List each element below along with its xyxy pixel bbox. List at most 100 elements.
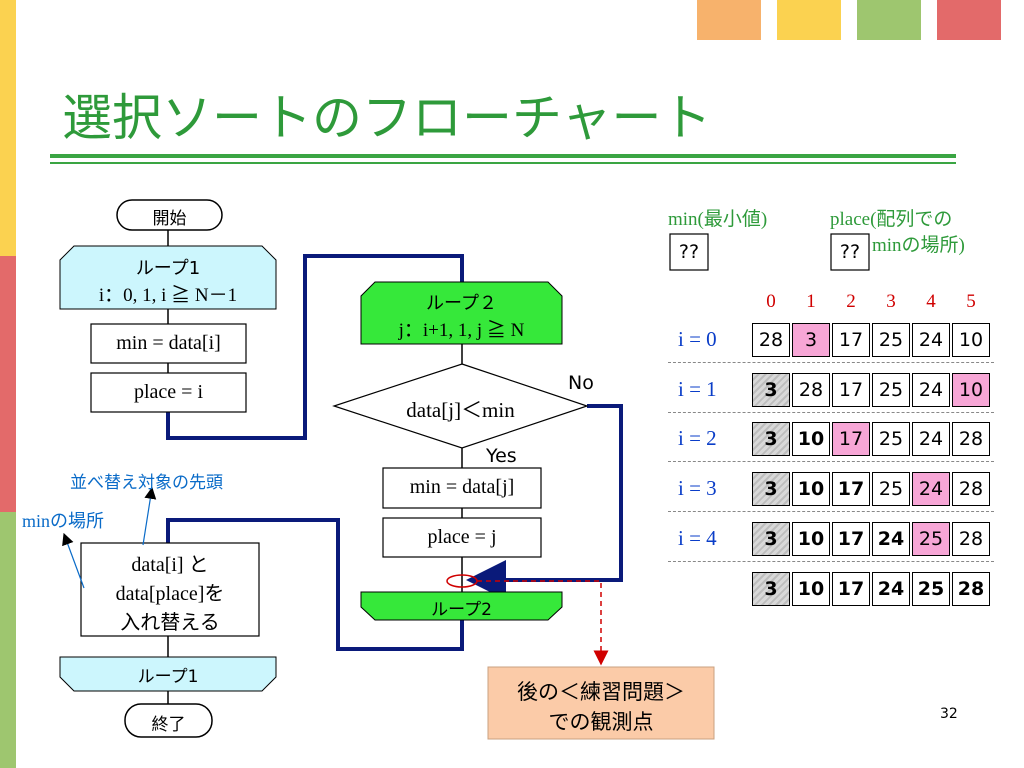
min-var-label: min(最小値) xyxy=(668,209,768,230)
annot-min-label: minの場所 xyxy=(22,511,105,531)
row-separator-0 xyxy=(668,362,994,363)
min-assign-label: min = data[i] xyxy=(116,332,221,354)
array-cell-r2-c2: 17 xyxy=(832,422,870,456)
title-rule-thin xyxy=(50,162,956,164)
min-var-value: ?? xyxy=(678,241,700,263)
array-cell-r2-c1: 10 xyxy=(792,422,830,456)
page-title: 選択ソートのフローチャート xyxy=(62,89,712,147)
loop1-top-cond: i：0, 1, i ≧ N－1 xyxy=(98,285,238,306)
observation-note-box xyxy=(487,666,715,740)
decision-diamond xyxy=(332,363,589,449)
deco-square-yellow xyxy=(777,0,841,40)
loop2-bottom-label: ループ2 xyxy=(431,600,492,620)
deco-square-orange xyxy=(697,0,761,40)
row-label-3: i = 3 xyxy=(678,476,717,500)
place-assign-label: place = i xyxy=(133,381,204,403)
place-var-label-1: place(配列での xyxy=(830,209,953,230)
array-cell-r1-c3: 25 xyxy=(872,373,910,407)
array-cell-r4-c3: 24 xyxy=(872,522,910,556)
left-stripe-red xyxy=(0,256,16,512)
loop1-top-title: ループ1 xyxy=(135,258,201,279)
array-cell-r2-c5: 28 xyxy=(952,422,990,456)
array-index-0: 0 xyxy=(766,291,776,312)
array-cell-r1-c0: 3 xyxy=(752,373,790,407)
left-stripe-green xyxy=(0,512,16,768)
loop2-bottom-shape xyxy=(360,591,563,621)
row-label-0: i = 0 xyxy=(678,327,717,351)
array-index-1: 1 xyxy=(806,291,816,312)
array-cell-r4-c4: 25 xyxy=(912,522,950,556)
array-cell-r2-c4: 24 xyxy=(912,422,950,456)
array-cell-r0-c2: 17 xyxy=(832,323,870,357)
observation-line-2: での観測点 xyxy=(548,710,654,734)
title-rule-thick xyxy=(50,154,956,158)
array-cell-r2-c0: 3 xyxy=(752,422,790,456)
loop1-bottom-label: ループ1 xyxy=(137,667,199,687)
array-index-2: 2 xyxy=(846,291,856,312)
array-cell-r1-c1: 28 xyxy=(792,373,830,407)
place-var-value: ?? xyxy=(839,241,861,263)
swap-line-3: 入れ替える xyxy=(120,610,220,634)
row-label-2: i = 2 xyxy=(678,426,717,450)
row-separator-3 xyxy=(668,511,994,512)
array-cell-r5-c0: 3 xyxy=(752,572,790,606)
loop2-top-shape xyxy=(360,281,563,345)
end-label: 終了 xyxy=(151,715,186,735)
annot-head-label: 並べ替え対象の先頭 xyxy=(70,473,223,493)
array-cell-r3-c5: 28 xyxy=(952,472,990,506)
array-cell-r5-c1: 10 xyxy=(792,572,830,606)
array-cell-r0-c3: 25 xyxy=(872,323,910,357)
array-cell-r2-c3: 25 xyxy=(872,422,910,456)
loop1-top-shape xyxy=(59,245,277,310)
place-assign-box xyxy=(90,372,247,413)
array-cell-r4-c0: 3 xyxy=(752,522,790,556)
flow-line-loop2-exit xyxy=(166,518,464,651)
min-value-box xyxy=(669,233,709,271)
array-index-3: 3 xyxy=(886,291,896,312)
min-assign-box xyxy=(90,323,247,364)
place-value-box xyxy=(830,233,870,271)
loop2-top-title: ループ２ xyxy=(426,293,497,314)
array-cell-r0-c0: 28 xyxy=(752,323,790,357)
row-label-1: i = 1 xyxy=(678,377,717,401)
row-separator-2 xyxy=(668,461,994,462)
array-cell-r0-c1: 3 xyxy=(792,323,830,357)
swap-box xyxy=(80,542,260,637)
array-cell-r4-c5: 28 xyxy=(952,522,990,556)
array-cell-r3-c3: 25 xyxy=(872,472,910,506)
row-separator-1 xyxy=(668,412,994,413)
page-number: 32 xyxy=(940,706,958,722)
flow-line-to-loop2 xyxy=(166,254,464,440)
array-cell-r1-c5: 10 xyxy=(952,373,990,407)
array-cell-r4-c1: 10 xyxy=(792,522,830,556)
deco-square-red xyxy=(937,0,1001,40)
loop2-top-cond: j：i+1, 1, j ≧ N xyxy=(398,320,525,341)
array-cell-r0-c5: 10 xyxy=(952,323,990,357)
array-cell-r4-c2: 17 xyxy=(832,522,870,556)
observation-line-1: 後の＜練習問題＞ xyxy=(517,680,685,704)
loop1-bottom-shape xyxy=(59,656,277,692)
array-cell-r5-c3: 24 xyxy=(872,572,910,606)
row-separator-4 xyxy=(668,561,994,562)
flow-line-no-branch xyxy=(466,404,623,600)
array-index-5: 5 xyxy=(966,291,976,312)
deco-square-green xyxy=(857,0,921,40)
array-cell-r1-c2: 17 xyxy=(832,373,870,407)
annot-head-arrow xyxy=(142,486,157,546)
array-cell-r3-c2: 17 xyxy=(832,472,870,506)
end-terminal xyxy=(124,703,213,738)
array-index-4: 4 xyxy=(926,291,936,312)
min-assign-j-label: min = data[j] xyxy=(409,476,515,498)
array-cell-r0-c4: 24 xyxy=(912,323,950,357)
array-cell-r3-c0: 3 xyxy=(752,472,790,506)
array-cell-r5-c5: 28 xyxy=(952,572,990,606)
swap-line-2: data[place]を xyxy=(115,583,225,605)
yes-label: Yes xyxy=(486,445,517,467)
row-label-4: i = 4 xyxy=(678,526,717,550)
start-label: 開始 xyxy=(152,209,187,229)
place-assign-j-label: place = j xyxy=(427,526,497,548)
no-label: No xyxy=(568,372,594,394)
array-cell-r1-c4: 24 xyxy=(912,373,950,407)
left-stripe-yellow xyxy=(0,0,16,256)
